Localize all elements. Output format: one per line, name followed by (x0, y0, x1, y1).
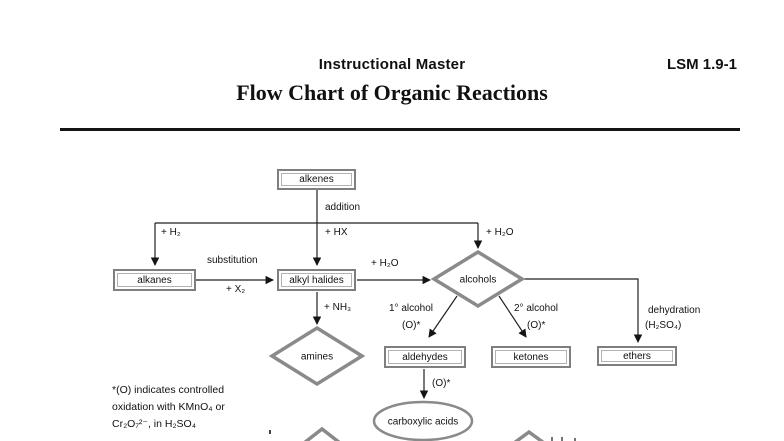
alcohols-diamond (430, 249, 526, 309)
document-code: LSM 1.9-1 (666, 56, 737, 73)
label-plus-hx: + HX (325, 227, 348, 238)
label-plus-h2o-mid: + H₂O (371, 258, 399, 269)
label-plus-nh3: + NH₃ (324, 302, 352, 313)
label-primary-oxidation: (O)* (402, 320, 421, 331)
node-ketones-label: ketones (513, 351, 549, 363)
node-alcohols-label: alcohols (459, 274, 497, 286)
label-addition: addition (325, 202, 361, 213)
node-ketones: ketones (491, 346, 571, 368)
node-ethers-label: ethers (623, 350, 651, 362)
edge-alcohols-to-ketones (498, 295, 527, 338)
node-amines-label: amines (300, 351, 334, 363)
label-dehydration: dehydration (648, 305, 701, 316)
label-plus-h2: + H₂ (161, 227, 181, 238)
footnote-line-2: oxidation with KMnO₄ or (112, 401, 225, 413)
label-aldehyde-oxidation: (O)* (432, 378, 451, 389)
header-rule (60, 128, 740, 131)
clipped-text-fragments (551, 437, 576, 441)
footnote: *(O) indicates controlled oxidation with… (112, 382, 225, 433)
clipped-diamond-left (303, 426, 341, 441)
node-alkyl-halides: alkyl halides (277, 269, 356, 291)
label-dehydration-reagent: (H₂SO₄) (645, 320, 682, 331)
node-alkyl-halides-label: alkyl halides (289, 274, 344, 286)
edge-alcohols-to-ethers (522, 278, 643, 343)
footnote-line-1: *(O) indicates controlled (112, 384, 225, 396)
label-secondary-oxidation: (O)* (527, 320, 546, 331)
node-alkanes: alkanes (113, 269, 196, 291)
label-substitution: substitution (207, 255, 258, 266)
document-header-label: Instructional Master (318, 56, 466, 73)
node-aldehydes: aldehydes (384, 346, 466, 368)
node-alkenes: alkenes (277, 169, 356, 190)
label-secondary-alcohol: 2° alcohol (514, 303, 559, 314)
label-primary-alcohol: 1° alcohol (389, 303, 434, 314)
footnote-line-3: Cr₂O₇²⁻, in H₂SO₄ (112, 418, 197, 430)
node-carboxylic-acids-label: carboxylic acids (387, 416, 459, 428)
label-plus-x2: + X₂ (226, 284, 246, 295)
clipped-text-fragment (269, 430, 271, 434)
amines-diamond (268, 325, 366, 387)
node-ethers: ethers (597, 346, 677, 366)
label-plus-h2o-branch: + H₂O (486, 227, 514, 238)
carboxylic-acids-ellipse (372, 400, 474, 441)
edge-alcohols-to-aldehydes (428, 295, 458, 338)
node-alkenes-label: alkenes (299, 174, 334, 185)
node-alkanes-label: alkanes (137, 274, 172, 286)
page-title: Flow Chart of Organic Reactions (236, 80, 548, 105)
node-aldehydes-label: aldehydes (402, 351, 448, 363)
clipped-diamond-right (513, 429, 545, 441)
